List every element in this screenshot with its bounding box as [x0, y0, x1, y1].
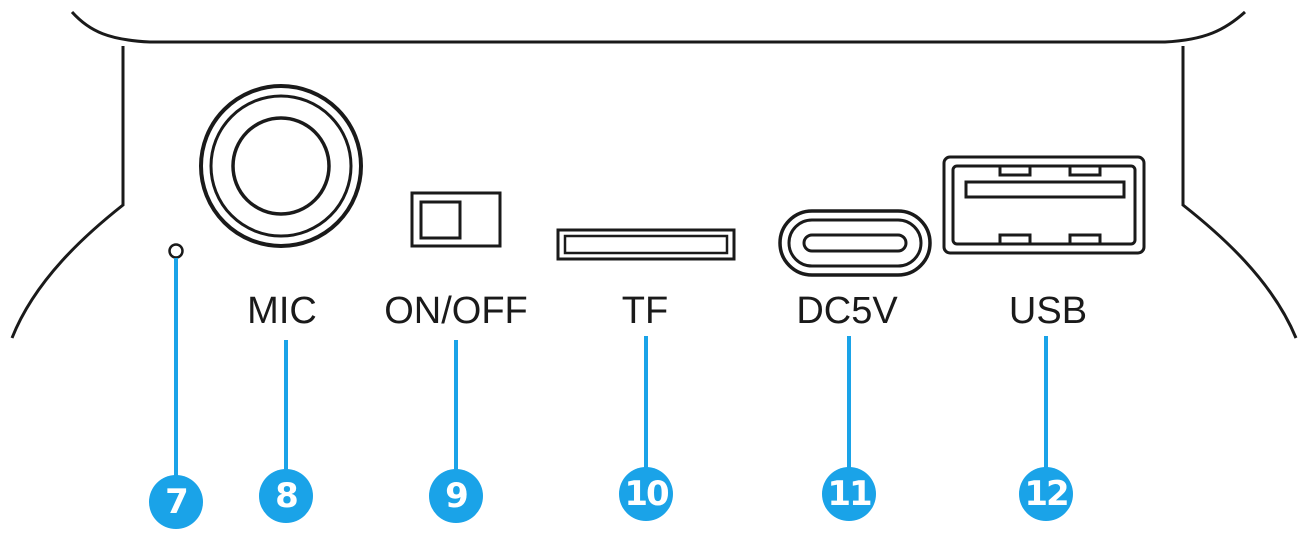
callout-badge-11: 11 [822, 467, 876, 521]
label-dc5v: DC5V [796, 290, 898, 332]
label-tf: TF [621, 290, 669, 332]
callout-badge-8: 8 [259, 469, 313, 523]
label-usb: USB [1008, 290, 1088, 332]
tf-card-slot-icon [556, 228, 736, 261]
callout-badge-9: 9 [429, 469, 483, 523]
callout-badge-7: 7 [149, 475, 203, 529]
label-mic: MIC [247, 290, 317, 332]
callout-badge-10: 10 [619, 467, 673, 521]
usb-a-port-icon [942, 155, 1146, 255]
callout-badge-12: 12 [1019, 467, 1073, 521]
power-switch-icon [410, 191, 502, 248]
usb-c-port-icon [778, 209, 932, 277]
leader-lines [174, 258, 1048, 480]
microphone-jack-icon [199, 84, 363, 248]
label-on-off: ON/OFF [384, 290, 528, 332]
indicator-led-icon [168, 243, 184, 259]
device-body-outline [10, 10, 1298, 339]
